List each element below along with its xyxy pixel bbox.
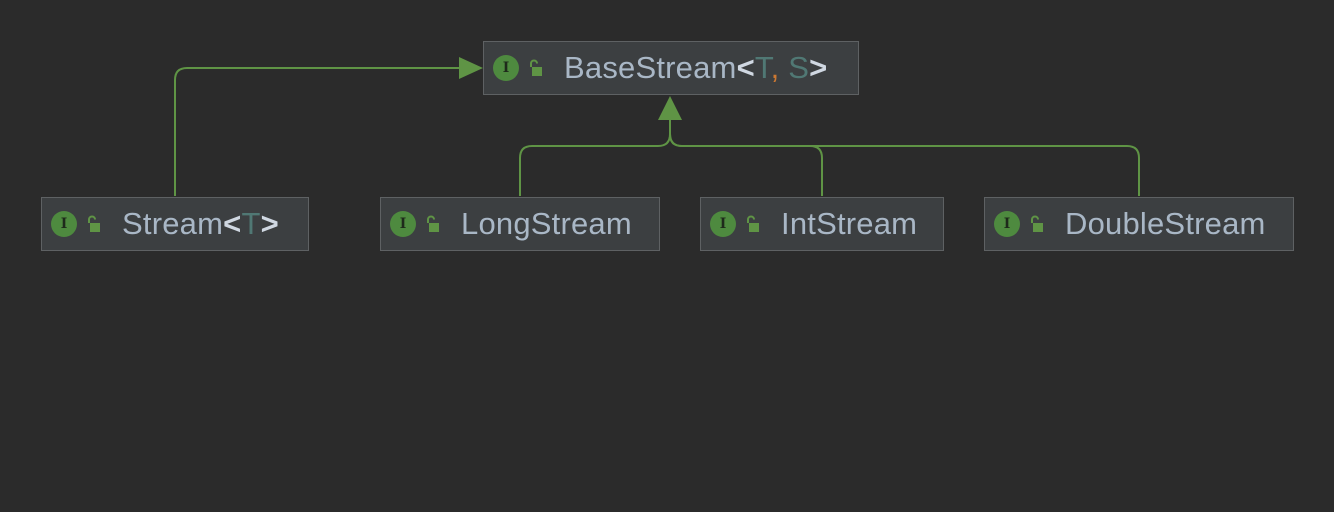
interface-icon: I bbox=[710, 211, 736, 237]
interface-icon: I bbox=[493, 55, 519, 81]
unlocked-icon bbox=[525, 58, 545, 78]
type-param-t: T bbox=[754, 50, 771, 85]
node-basestream[interactable]: I BaseStream<T, S> bbox=[483, 41, 859, 95]
type-param-separator: , bbox=[770, 50, 780, 85]
unlocked-icon bbox=[742, 214, 762, 234]
edge-doublestream-to-basestream[interactable] bbox=[669, 120, 1140, 196]
unlocked-icon bbox=[83, 214, 103, 234]
node-intstream[interactable]: I IntStream bbox=[700, 197, 944, 251]
node-stream[interactable]: I Stream<T> bbox=[41, 197, 309, 251]
class-name: DoubleStream bbox=[1065, 206, 1266, 241]
generic-open: < bbox=[223, 206, 242, 241]
node-label: Stream<T> bbox=[122, 206, 279, 242]
type-param-s: S bbox=[788, 50, 810, 85]
edge-intstream-to-basestream[interactable] bbox=[669, 120, 823, 196]
edge-arrowhead-up bbox=[658, 96, 682, 120]
interface-icon: I bbox=[994, 211, 1020, 237]
generic-close: > bbox=[260, 206, 279, 241]
generic-close: > bbox=[809, 50, 828, 85]
node-doublestream[interactable]: I DoubleStream bbox=[984, 197, 1294, 251]
edge-arrowhead-left bbox=[459, 57, 483, 79]
class-name: LongStream bbox=[461, 206, 632, 241]
unlocked-icon bbox=[422, 214, 442, 234]
interface-icon: I bbox=[390, 211, 416, 237]
class-name: Stream bbox=[122, 206, 224, 241]
class-name: IntStream bbox=[781, 206, 918, 241]
interface-icon: I bbox=[51, 211, 77, 237]
unlocked-icon bbox=[1026, 214, 1046, 234]
edge-longstream-to-basestream[interactable] bbox=[519, 120, 671, 196]
generic-open: < bbox=[736, 50, 755, 85]
type-param-t: T bbox=[241, 206, 261, 241]
node-label: BaseStream<T, S> bbox=[564, 50, 827, 86]
node-longstream[interactable]: I LongStream bbox=[380, 197, 660, 251]
class-name: BaseStream bbox=[564, 50, 737, 85]
edge-stream-to-basestream[interactable] bbox=[174, 67, 460, 196]
